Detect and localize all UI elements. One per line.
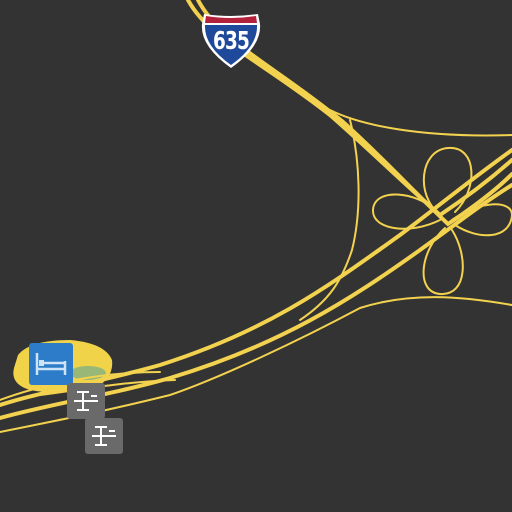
route-number: 635 xyxy=(212,26,250,55)
toll-booth-icon xyxy=(74,391,98,411)
toll-booth-poi[interactable] xyxy=(67,383,105,419)
hotel-poi[interactable] xyxy=(29,343,73,385)
cloverleaf-loop-north xyxy=(422,146,473,216)
cloverleaf-loop-south xyxy=(422,227,464,296)
service-road-north xyxy=(329,109,512,137)
toll-booth-poi[interactable] xyxy=(85,418,123,454)
toll-booth-icon xyxy=(92,426,116,446)
cloverleaf-loop-east xyxy=(451,203,512,237)
cloverleaf-loop-west xyxy=(371,193,441,230)
interstate-shield-icon[interactable] xyxy=(200,12,262,70)
bed-icon xyxy=(35,353,67,375)
ramp-curve xyxy=(299,119,360,321)
